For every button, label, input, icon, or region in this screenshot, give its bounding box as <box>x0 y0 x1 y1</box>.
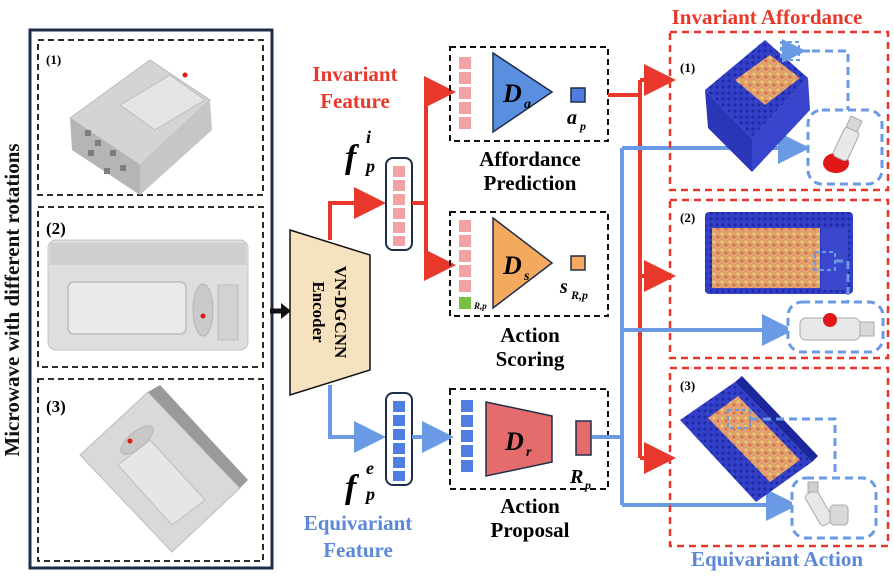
input-views-vertical-label: Microwave with different rotations <box>0 143 24 456</box>
affordance-network <box>492 51 554 134</box>
svg-text:f: f <box>345 469 360 506</box>
invariant-feature-label-2: Feature <box>320 89 390 113</box>
proposal-caption-2: Proposal <box>491 518 570 542</box>
proposal-caption-1: Action <box>500 494 560 518</box>
svg-text:R,p: R,p <box>473 301 487 311</box>
input-views-panel <box>28 28 274 570</box>
result-2-affordance-pointcloud <box>705 212 853 294</box>
view-3-index: (3) <box>46 397 66 416</box>
scoring-input-cells <box>459 220 471 292</box>
affordance-caption-1: Affordance <box>479 147 580 171</box>
encoder-block <box>289 228 371 397</box>
invariant-feature-symbol: f i p <box>345 127 375 176</box>
svg-text:p: p <box>584 478 591 492</box>
invariant-feature-label-1: Invariant <box>312 62 397 86</box>
result-1-link <box>799 49 850 110</box>
svg-text:R,p: R,p <box>570 288 588 302</box>
proposal-output-label: R p <box>569 466 591 492</box>
view-1-index: (1) <box>46 52 61 67</box>
equivariant-feature-symbol: f e p <box>345 458 375 506</box>
result-1-index: (1) <box>680 60 695 75</box>
proposal-module-frame <box>449 388 609 490</box>
affordance-output-cell <box>570 87 586 103</box>
svg-text:D: D <box>502 251 522 280</box>
equivariant-feature-label-2: Feature <box>323 538 393 562</box>
invariant-feature-cells <box>393 166 405 246</box>
svg-text:D: D <box>502 79 522 108</box>
svg-text:a: a <box>567 107 577 129</box>
scoring-output-label: s R,p <box>559 276 588 302</box>
encoder-to-invariant-arrow <box>328 187 386 240</box>
affordance-input-cells <box>459 57 471 129</box>
result-3-index: (3) <box>680 378 695 393</box>
scoring-output-cell <box>570 255 586 271</box>
proposal-network-label: D r <box>504 427 532 460</box>
microwave-view-1 <box>69 59 212 195</box>
svg-text:a: a <box>524 97 531 112</box>
scoring-caption-2: Scoring <box>496 347 565 371</box>
result-3-link <box>750 417 837 478</box>
result-2-gripper <box>799 313 875 341</box>
scoring-module-frame <box>449 211 609 317</box>
invariant-to-affordance-arrow <box>412 76 456 205</box>
svg-text:s: s <box>559 276 568 298</box>
result-1-affordance-pointcloud <box>705 40 810 172</box>
result-3-frame <box>668 366 890 548</box>
svg-text:r: r <box>526 445 532 460</box>
affordance-caption-2: Prediction <box>484 171 577 195</box>
affordance-network-label: D a <box>502 79 531 112</box>
svg-text:p: p <box>579 119 586 133</box>
scoring-action-cell-label: R,p <box>473 301 487 311</box>
svg-text:p: p <box>364 484 375 504</box>
svg-text:i: i <box>366 127 371 147</box>
svg-text:p: p <box>364 156 375 176</box>
equivariant-feature-cells <box>393 401 405 481</box>
encoder-to-equivariant-arrow <box>328 385 386 453</box>
equivariant-action-title: Equivariant Action <box>691 547 863 571</box>
microwave-view-2 <box>47 239 249 351</box>
result-2-frame <box>668 198 890 360</box>
result-2-index: (2) <box>680 210 695 225</box>
scoring-network-label: D s <box>502 251 530 284</box>
invariant-affordance-title: Invariant Affordance <box>672 5 863 29</box>
view-2-frame <box>37 206 264 368</box>
svg-text:s: s <box>523 269 530 284</box>
svg-text:R: R <box>569 466 583 488</box>
proposal-output-cell <box>575 420 592 456</box>
affordance-output-label: a p <box>567 107 586 133</box>
scoring-caption-1: Action <box>500 323 560 347</box>
microwave-view-3 <box>79 385 248 553</box>
proposal-network <box>485 401 553 477</box>
view-2-index: (2) <box>46 219 66 238</box>
view-3-frame <box>37 378 264 562</box>
encoder-label-2: Encoder <box>309 281 328 343</box>
result-1-gripper <box>823 115 863 173</box>
scoring-action-cell <box>459 297 471 309</box>
result-3-gripper <box>804 481 849 527</box>
svg-text:D: D <box>504 427 524 456</box>
svg-text:e: e <box>366 458 374 478</box>
equivariant-feature-label-1: Equivariant <box>304 511 413 535</box>
invariant-to-scoring-arrow <box>424 203 456 281</box>
result-2-link <box>835 259 850 302</box>
view-1-frame <box>37 39 264 196</box>
result-1-frame <box>668 30 890 192</box>
encoder-label-1: VN-DGCNN <box>331 266 350 359</box>
proposal-input-cells <box>461 400 473 472</box>
scoring-network <box>492 216 554 310</box>
svg-text:f: f <box>345 139 360 176</box>
